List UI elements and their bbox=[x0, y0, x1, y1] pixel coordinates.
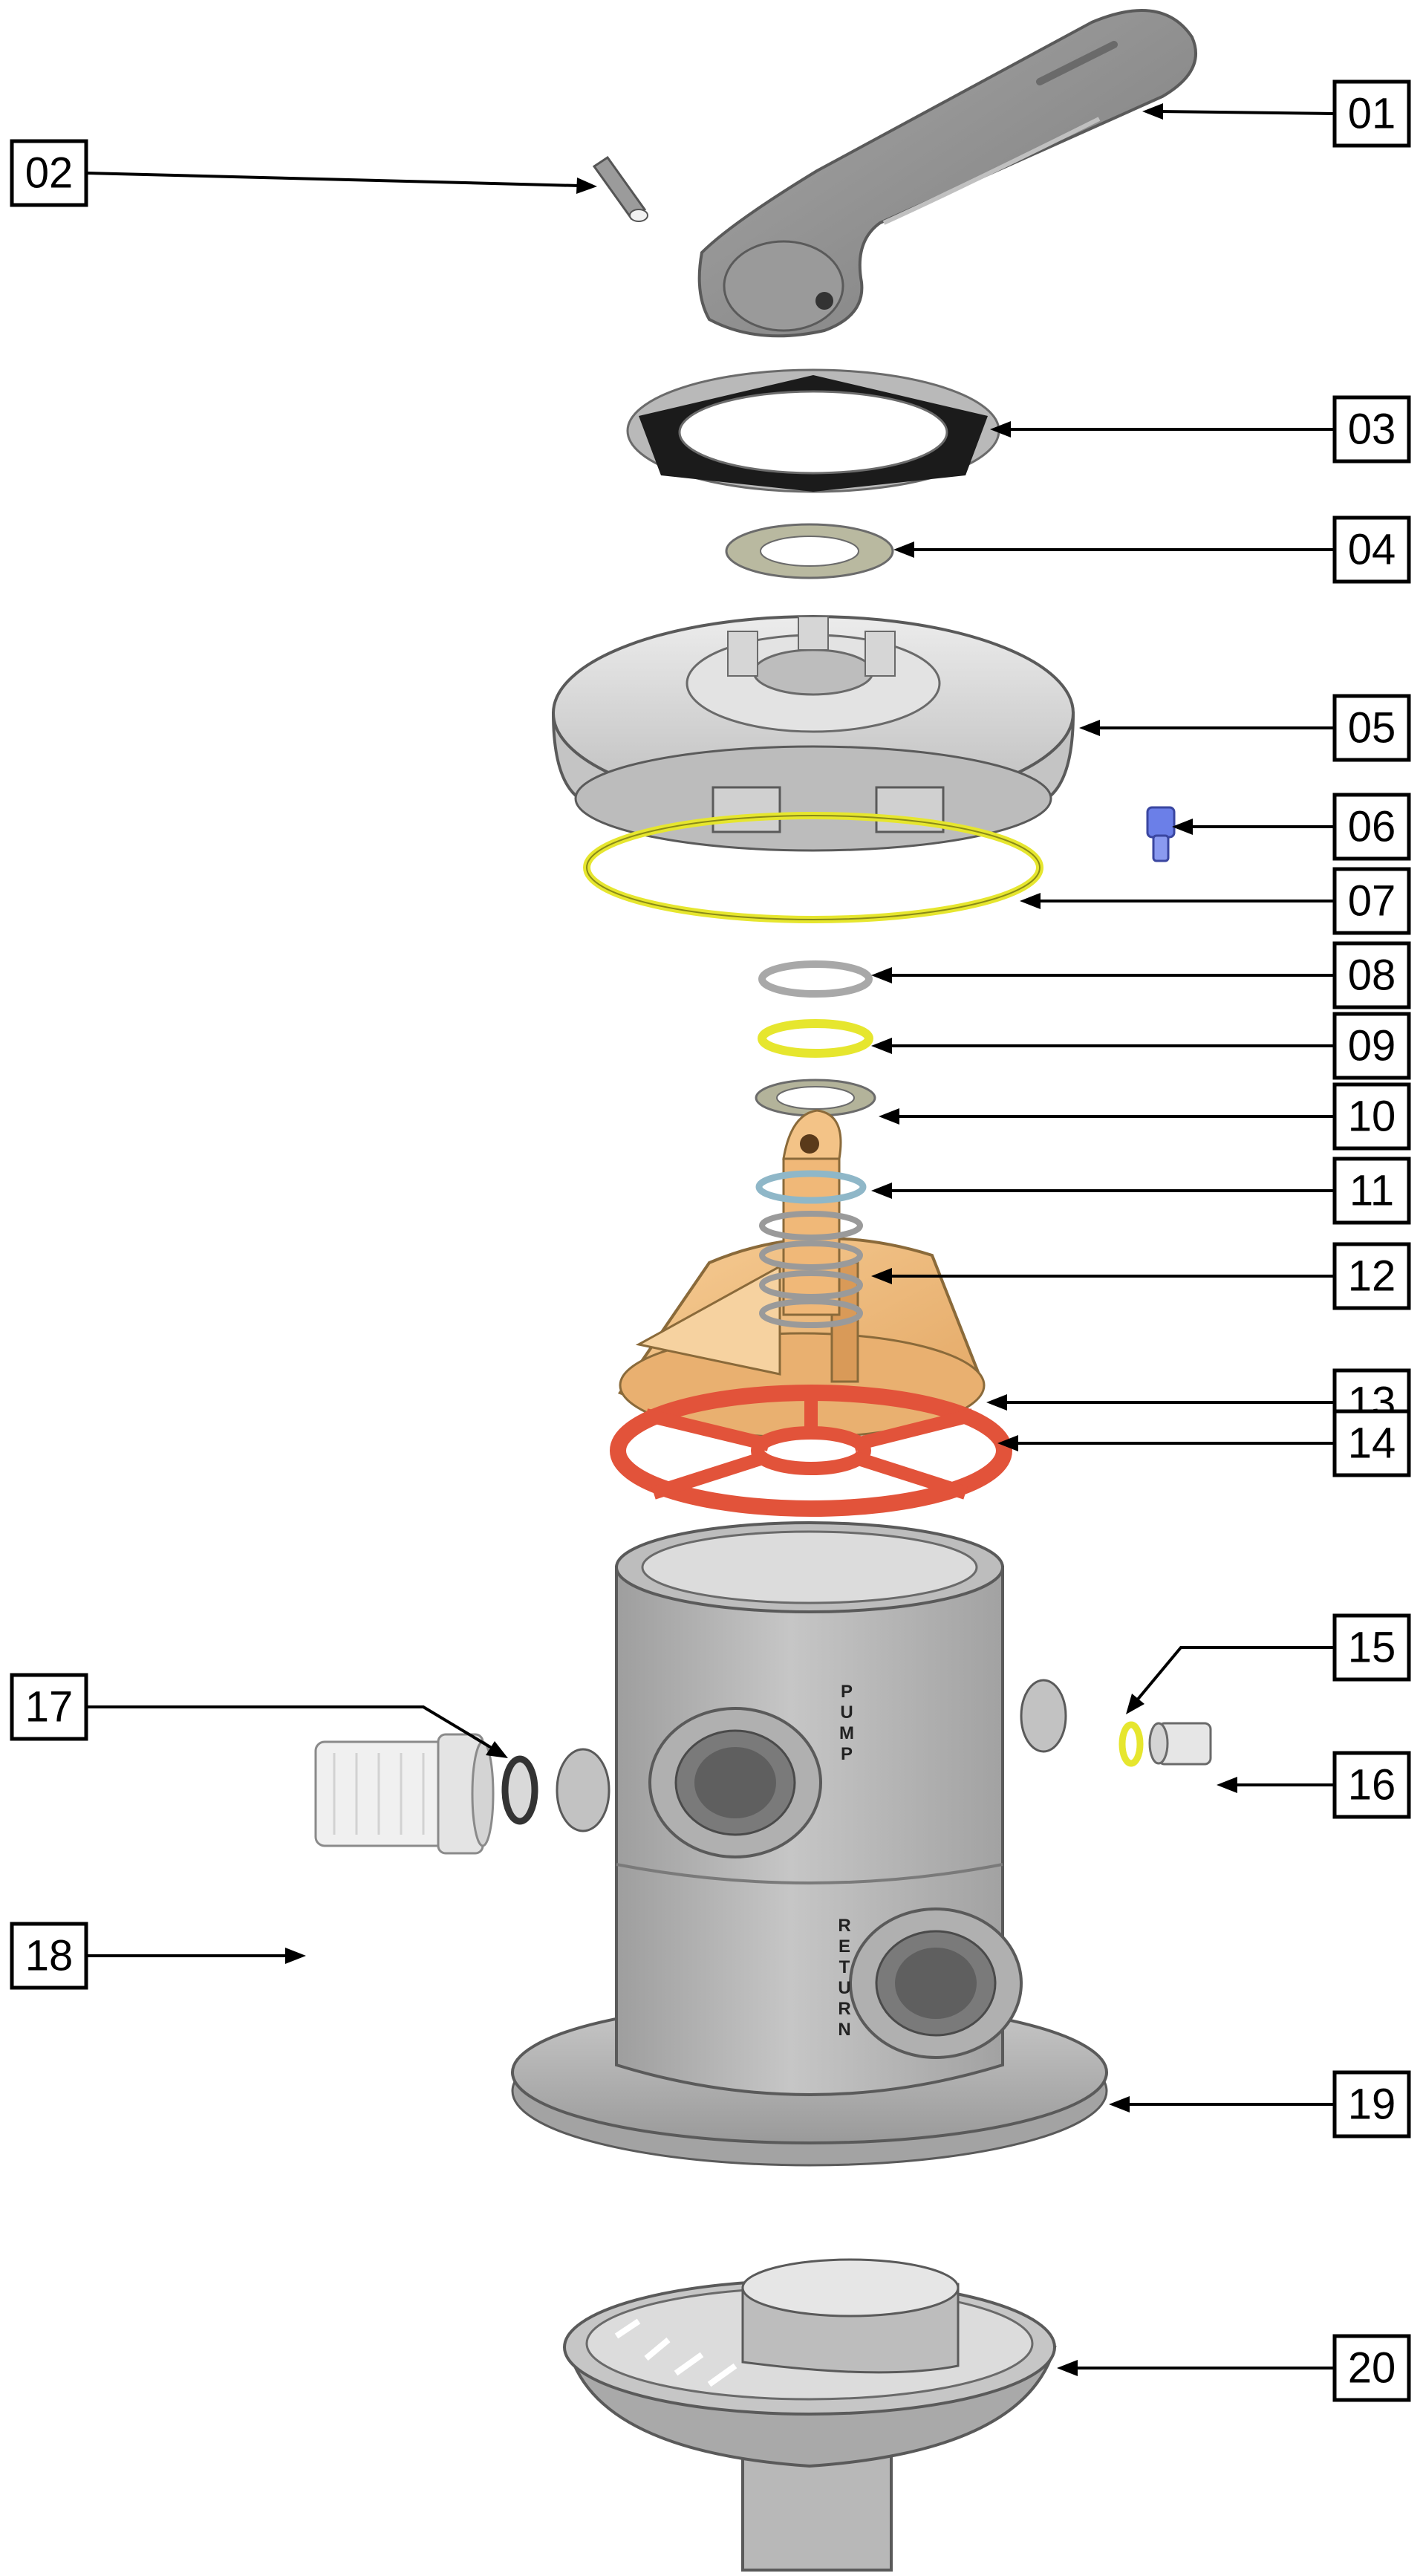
part-01-handle bbox=[697, 9, 1197, 338]
callout-03-label: 03 bbox=[1348, 406, 1396, 454]
callout-14: 14 bbox=[1332, 1409, 1411, 1477]
callout-12-label: 12 bbox=[1348, 1252, 1396, 1301]
callout-18-label: 18 bbox=[25, 1932, 74, 1980]
callout-05-label: 05 bbox=[1348, 704, 1396, 752]
callout-14-label: 14 bbox=[1348, 1419, 1396, 1468]
part-04-washer bbox=[725, 523, 894, 579]
callout-11: 11 bbox=[1332, 1157, 1411, 1225]
callout-16: 16 bbox=[1332, 1751, 1411, 1819]
part-03-gasket bbox=[626, 368, 1000, 493]
callout-19-label: 19 bbox=[1348, 2081, 1396, 2129]
callout-01-label: 01 bbox=[1348, 90, 1396, 138]
part-20-base bbox=[563, 2258, 1057, 2572]
callout-02: 02 bbox=[10, 139, 88, 207]
callout-08-label: 08 bbox=[1348, 952, 1396, 1000]
part-08-ring bbox=[758, 960, 873, 998]
callout-15-label: 15 bbox=[1348, 1624, 1396, 1672]
part-14-spider-gasket bbox=[610, 1385, 1012, 1517]
callout-20-label: 20 bbox=[1348, 2344, 1396, 2393]
callout-18: 18 bbox=[10, 1922, 88, 1990]
callout-10-label: 10 bbox=[1348, 1093, 1396, 1141]
callout-16-label: 16 bbox=[1348, 1761, 1396, 1809]
callout-19: 19 bbox=[1332, 2070, 1411, 2138]
part-15-o-ring bbox=[1118, 1721, 1144, 1767]
part-12-spring bbox=[759, 1211, 863, 1328]
part-18-union-fitting bbox=[314, 1733, 495, 1855]
pump-letter: U bbox=[840, 1702, 853, 1723]
callout-09-label: 09 bbox=[1348, 1022, 1396, 1070]
return-letter: N bbox=[838, 2020, 850, 2040]
return-letter: R bbox=[838, 1999, 850, 2019]
part-10-washer bbox=[755, 1079, 876, 1117]
callout-06-label: 06 bbox=[1348, 803, 1396, 851]
callout-12: 12 bbox=[1332, 1242, 1411, 1310]
callout-01: 01 bbox=[1332, 79, 1411, 148]
callout-17: 17 bbox=[10, 1673, 88, 1741]
callout-10: 10 bbox=[1332, 1082, 1411, 1151]
return-letter: E bbox=[839, 1936, 850, 1957]
callout-03: 03 bbox=[1332, 395, 1411, 464]
callout-09: 09 bbox=[1332, 1012, 1411, 1080]
part-09-o-ring bbox=[758, 1019, 873, 1058]
callout-15: 15 bbox=[1332, 1613, 1411, 1682]
callout-04: 04 bbox=[1332, 515, 1411, 584]
callout-05: 05 bbox=[1332, 694, 1411, 762]
pump-letter: P bbox=[841, 1682, 853, 1702]
part-11-washer bbox=[755, 1170, 867, 1204]
part-02-pin bbox=[592, 155, 648, 222]
callout-07-label: 07 bbox=[1348, 877, 1396, 926]
return-letter: R bbox=[838, 1916, 850, 1936]
return-letter: T bbox=[839, 1957, 850, 1977]
part-06-sight-plug bbox=[1146, 806, 1176, 862]
leader-lines bbox=[87, 103, 1334, 2376]
return-letter: U bbox=[838, 1978, 850, 1998]
callout-11-label: 11 bbox=[1349, 1167, 1394, 1215]
pump-letter: P bbox=[841, 1744, 853, 1764]
part-07-o-ring bbox=[583, 812, 1043, 923]
callout-07: 07 bbox=[1332, 867, 1411, 935]
callout-02-label: 02 bbox=[25, 149, 74, 198]
callout-06: 06 bbox=[1332, 793, 1411, 861]
part-17-o-ring bbox=[501, 1755, 538, 1825]
callout-17-label: 17 bbox=[25, 1683, 74, 1731]
callout-04-label: 04 bbox=[1348, 526, 1396, 574]
callout-20: 20 bbox=[1332, 2334, 1411, 2402]
part-19-valve-body: P U M P R E T U R N bbox=[511, 1521, 1108, 2167]
pump-letter: M bbox=[839, 1723, 854, 1743]
callout-08: 08 bbox=[1332, 941, 1411, 1009]
part-16-fitting bbox=[1148, 1722, 1212, 1766]
